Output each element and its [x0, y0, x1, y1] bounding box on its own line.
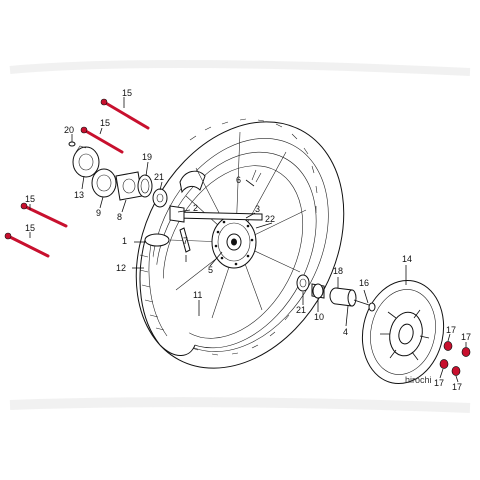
label-12: 12: [116, 263, 126, 273]
rim-band: [179, 170, 206, 194]
label-14: 14: [402, 254, 412, 264]
label-13: 13: [74, 190, 84, 200]
label-4: 4: [343, 327, 348, 337]
background-ghost: [9, 60, 471, 413]
leader-lines: [29, 97, 467, 383]
brake-disc: [361, 279, 445, 385]
hub: [211, 215, 257, 269]
label-1: 1: [122, 236, 127, 246]
label-17-d: 17: [452, 382, 462, 392]
disc-bolts: [439, 341, 471, 376]
tube: [139, 233, 196, 356]
label-22: 22: [265, 214, 275, 224]
label-5: 5: [208, 265, 213, 275]
label-10: 10: [314, 312, 324, 322]
label-21-left: 21: [154, 172, 164, 182]
label-15-top: 15: [122, 88, 132, 98]
label-16: 16: [359, 278, 369, 288]
label-19: 19: [142, 152, 152, 162]
label-18: 18: [333, 266, 343, 276]
label-20: 20: [64, 125, 74, 135]
left-side-parts: [68, 141, 191, 253]
label-15-left-b: 15: [25, 223, 35, 233]
label-15-mid: 15: [100, 118, 110, 128]
label-17-c: 17: [434, 378, 444, 388]
spokes: [169, 131, 307, 319]
label-21-right: 21: [296, 305, 306, 315]
label-6: 6: [236, 175, 241, 185]
part-labels: 15 15 15 15 20 13 9 8 19 21 1 12 11 5 2 …: [25, 88, 471, 392]
label-7: 7: [183, 236, 188, 246]
label-2: 2: [193, 203, 198, 213]
label-3: 3: [255, 204, 260, 214]
label-11: 11: [193, 290, 202, 300]
label-8: 8: [117, 212, 122, 222]
label-9: 9: [96, 208, 101, 218]
label-17-a: 17: [446, 325, 456, 335]
label-17-b: 17: [461, 332, 471, 342]
watermark: hirochi: [405, 375, 432, 385]
right-side-parts: [296, 274, 376, 312]
axle-bolts: [4, 98, 150, 258]
label-15-left-a: 15: [25, 194, 35, 204]
